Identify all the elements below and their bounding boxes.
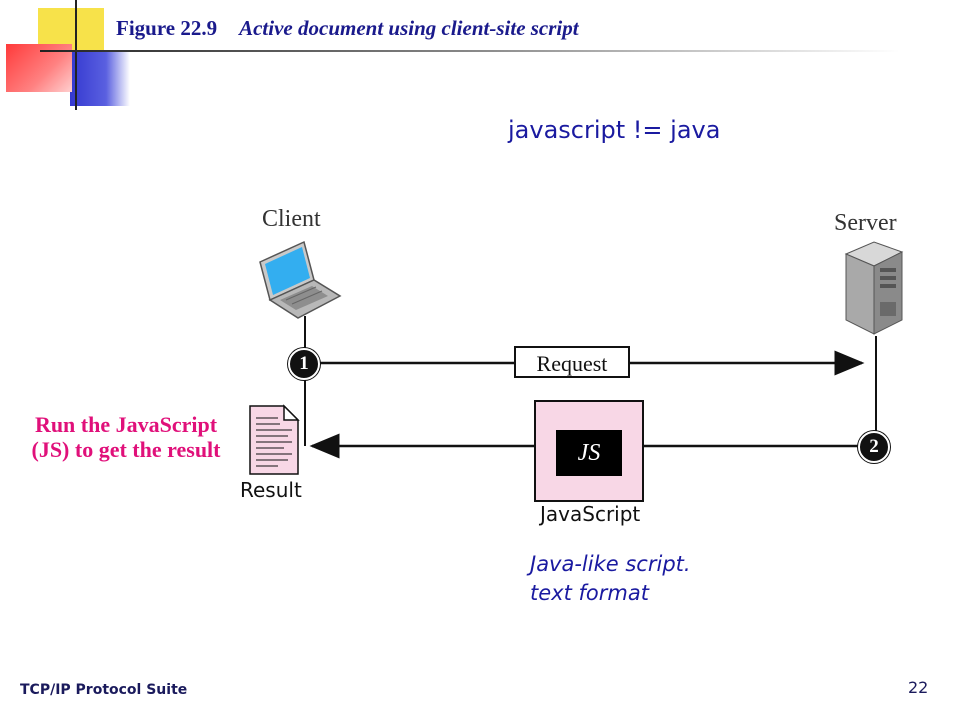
red-block (6, 44, 72, 92)
corner-decoration (0, 0, 130, 110)
laptop-icon (259, 240, 342, 319)
result-document-icon (249, 404, 300, 475)
javascript-document: JS (534, 400, 644, 502)
js-code-box: JS (556, 430, 622, 476)
client-action-line-1: Run the JavaScript (34, 412, 218, 437)
page-number: 22 (908, 678, 929, 697)
request-label-box: Request (514, 346, 630, 378)
javascript-doc-label: JavaScript (540, 502, 641, 526)
vertical-rule (75, 0, 77, 110)
blue-block (70, 52, 130, 106)
figure-title: Figure 22.9 Active document using client-… (116, 16, 579, 41)
figure-number: Figure 22.9 (116, 16, 218, 40)
title-underline (40, 50, 900, 52)
result-label: Result (240, 478, 302, 502)
step-2-badge: 2 (858, 431, 890, 463)
client-action-line-2: (JS) to get the result (31, 437, 221, 462)
note-javascript-not-java: javascript != java (508, 116, 721, 144)
step-1-badge: 1 (288, 348, 320, 380)
figure-caption: Active document using client-site script (239, 16, 579, 40)
server-label: Server (834, 210, 897, 236)
note-java-like-script: Java-like script. text format (530, 550, 691, 608)
footer-book-title: TCP/IP Protocol Suite (20, 682, 188, 698)
server-icon (844, 241, 904, 335)
client-label: Client (262, 206, 321, 232)
note-bottom-line-1: Java-like script. (530, 552, 691, 576)
note-bottom-line-2: text format (530, 581, 649, 605)
client-action-text: Run the JavaScript (JS) to get the resul… (8, 412, 244, 462)
